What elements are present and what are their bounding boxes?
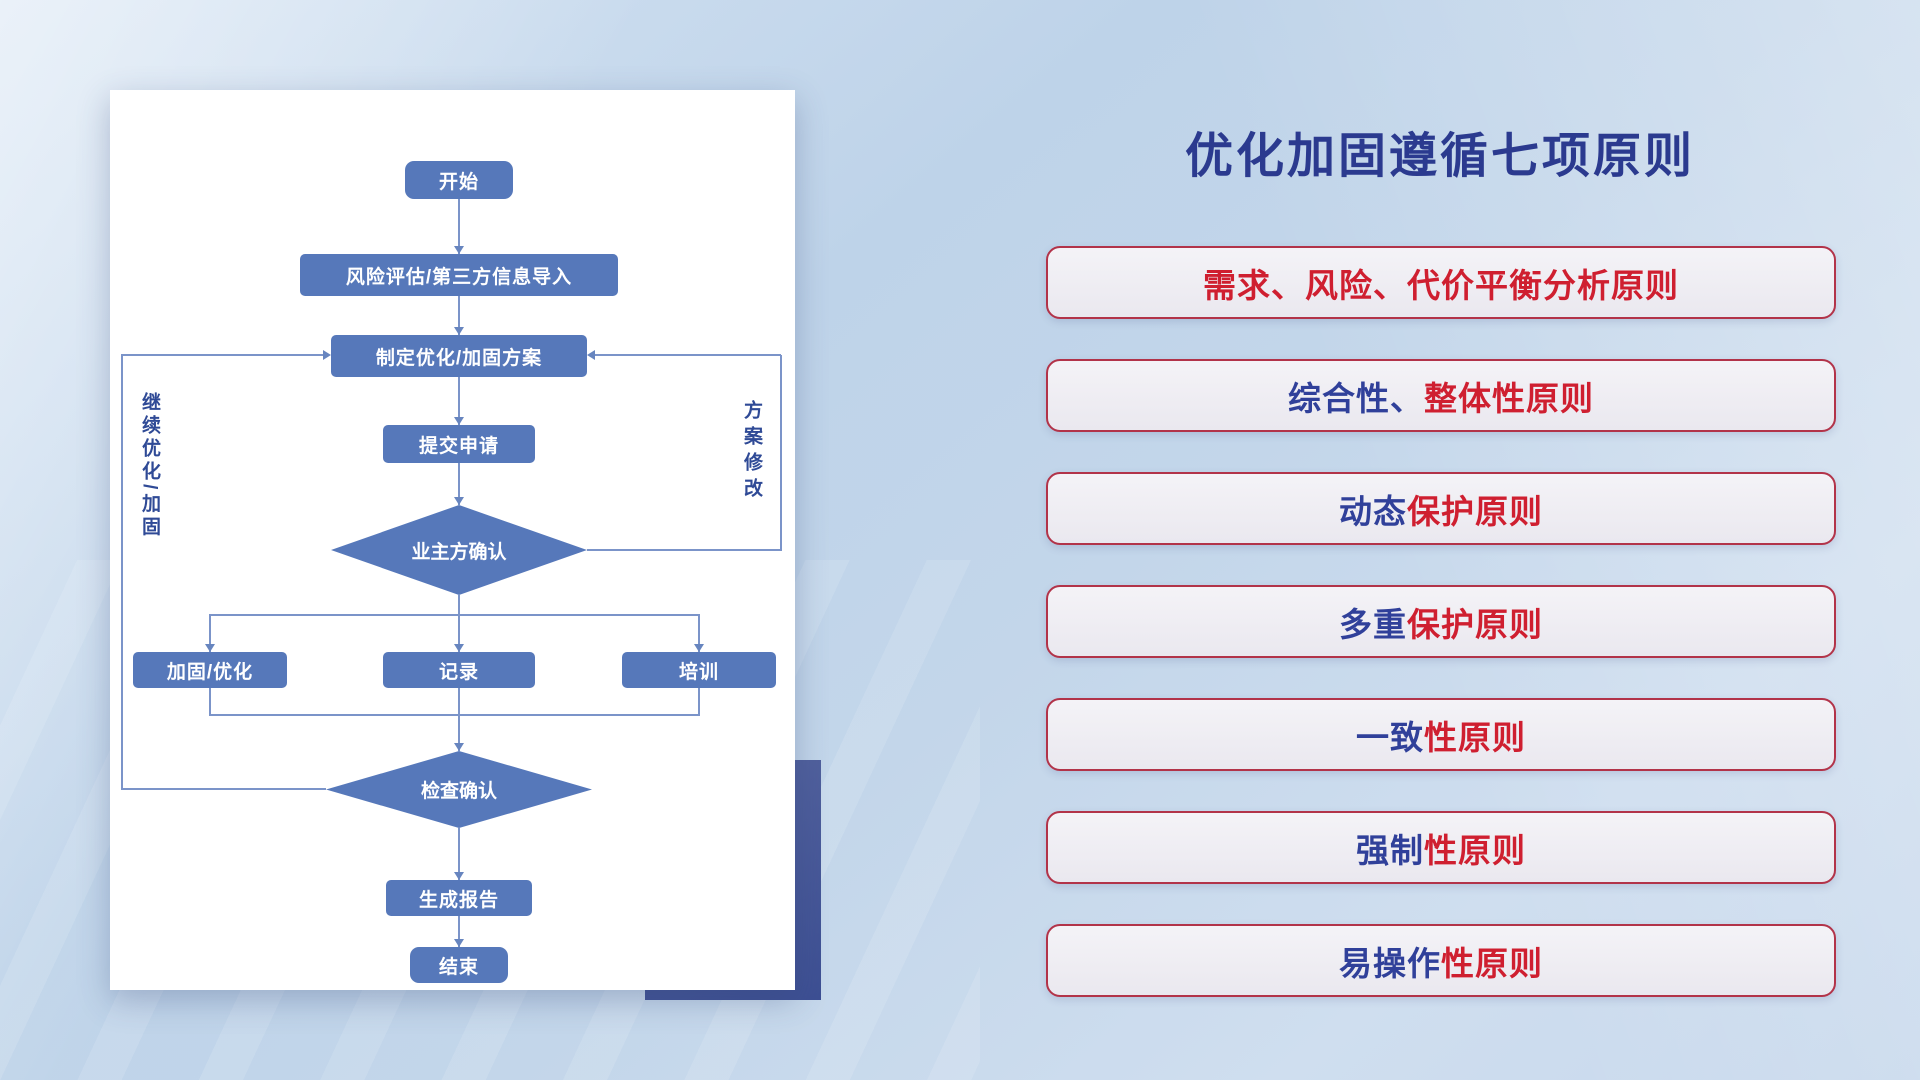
node-check-confirm: 检查确认 xyxy=(326,751,592,828)
left-loop-label: 继续优化/加固 xyxy=(139,392,160,540)
edge-leftloop-bottom xyxy=(121,788,326,790)
principle-item: 多重保护原则 xyxy=(1046,585,1836,658)
edge-confirm-split xyxy=(458,595,460,615)
arrow-right-icon xyxy=(323,350,331,360)
principle-rest: 保护原则 xyxy=(1407,605,1543,643)
flowchart: 继续优化/加固 方案修改 开始 风险评估/第三方信息导入 制定优化/加固方案 提… xyxy=(110,90,795,990)
node-check-confirm-label: 检查确认 xyxy=(420,781,497,802)
edge-mid-check xyxy=(458,688,460,751)
arrow-down-icon xyxy=(454,417,464,425)
arrow-down-icon xyxy=(205,644,215,652)
node-start: 开始 xyxy=(405,161,513,199)
edge-leftloop-vertical xyxy=(121,355,123,790)
arrow-down-icon xyxy=(694,644,704,652)
right-loop-label: 方案修改 xyxy=(741,400,762,504)
edge-split-top xyxy=(209,614,700,616)
arrow-down-icon xyxy=(454,939,464,947)
edge-branch-right xyxy=(698,615,700,652)
edge-branch-mid xyxy=(458,615,460,652)
node-owner-confirm-label: 业主方确认 xyxy=(411,541,507,563)
principle-rest: 性原则 xyxy=(1424,718,1526,756)
node-record: 记录 xyxy=(383,652,535,688)
principle-lead: 综合性、 xyxy=(1288,379,1424,417)
arrow-down-icon xyxy=(454,497,464,505)
arrow-down-icon xyxy=(454,644,464,652)
principle-rest: 保护原则 xyxy=(1407,492,1543,530)
principle-item: 易操作性原则 xyxy=(1046,924,1836,997)
node-report: 生成报告 xyxy=(386,880,532,916)
node-reinforce: 加固/优化 xyxy=(133,652,287,688)
principle-item: 需求、风险、代价平衡分析原则 xyxy=(1046,246,1836,319)
flowchart-panel: 继续优化/加固 方案修改 开始 风险评估/第三方信息导入 制定优化/加固方案 提… xyxy=(110,90,795,990)
principle-rest: 整体性原则 xyxy=(1424,379,1594,417)
principle-item: 综合性、整体性原则 xyxy=(1046,359,1836,432)
node-make-plan: 制定优化/加固方案 xyxy=(331,335,587,377)
node-owner-confirm: 业主方确认 xyxy=(331,505,587,595)
principle-lead: 动态 xyxy=(1339,492,1407,530)
principle-rest: 性原则 xyxy=(1441,944,1543,982)
principle-item: 一致性原则 xyxy=(1046,698,1836,771)
arrow-down-icon xyxy=(454,327,464,335)
arrow-left-icon xyxy=(587,350,595,360)
principle-lead: 多重 xyxy=(1339,605,1407,643)
edge-join-left xyxy=(209,688,211,716)
principle-lead: 一致 xyxy=(1356,718,1424,756)
principle-item: 强制性原则 xyxy=(1046,811,1836,884)
principle-rest: 性原则 xyxy=(1424,831,1526,869)
edge-risk-plan xyxy=(458,296,460,335)
principle-item: 动态保护原则 xyxy=(1046,472,1836,545)
edge-rightloop-top xyxy=(595,354,781,356)
edge-join-bottom xyxy=(209,714,700,716)
arrow-down-icon xyxy=(454,246,464,254)
edge-rightloop-bottom xyxy=(587,549,781,551)
edge-submit-confirm xyxy=(458,463,460,505)
node-risk-import: 风险评估/第三方信息导入 xyxy=(300,254,618,296)
node-end: 结束 xyxy=(410,947,508,983)
edge-leftloop-top xyxy=(121,354,323,356)
edge-plan-submit xyxy=(458,377,460,425)
node-submit: 提交申请 xyxy=(383,425,535,463)
principle-lead: 易操作 xyxy=(1339,944,1441,982)
page-title: 优化加固遵循七项原则 xyxy=(1184,130,1695,183)
node-training: 培训 xyxy=(622,652,776,688)
edge-report-end xyxy=(458,916,460,947)
arrow-down-icon xyxy=(454,743,464,751)
edge-start-risk xyxy=(458,199,460,254)
principle-lead: 强制 xyxy=(1356,831,1424,869)
edge-branch-left xyxy=(209,615,211,652)
principle-rest: 需求、风险、代价平衡分析原则 xyxy=(1203,266,1679,304)
edge-join-right xyxy=(698,688,700,716)
edge-check-report xyxy=(458,828,460,880)
arrow-down-icon xyxy=(454,872,464,880)
edge-rightloop-vertical xyxy=(780,355,782,551)
